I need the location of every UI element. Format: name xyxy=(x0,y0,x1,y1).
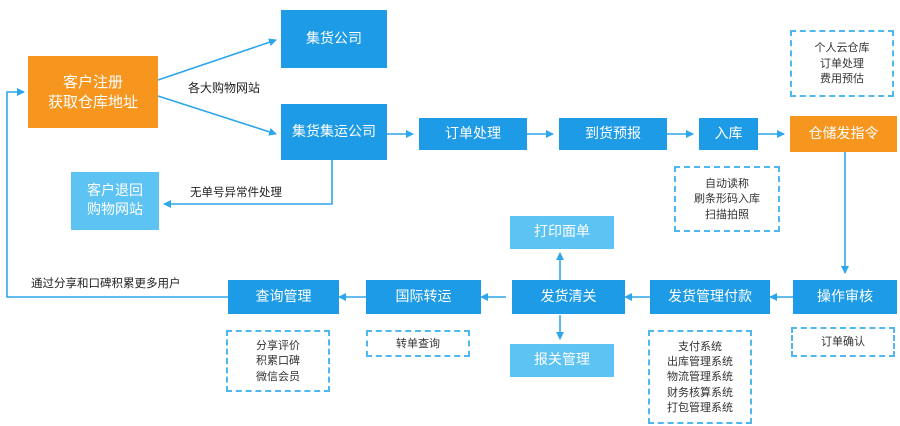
node-arrival-forecast: 到货预报 xyxy=(559,118,667,150)
node-shipping-payment: 发货管理付款 xyxy=(650,280,770,314)
warehouse-feature-2: 订单处理 xyxy=(820,56,864,70)
transfer-note-line: 转单查询 xyxy=(396,336,440,350)
note-query-features: 分享评价 积累口碑 微信会员 xyxy=(226,330,330,392)
node-shipping-clearance: 发货清关 xyxy=(512,280,625,314)
arrow-register-to-consolidation-company xyxy=(157,38,277,81)
warehouse-instruction-label: 仓储发指令 xyxy=(808,125,879,142)
query-feature-3: 微信会员 xyxy=(256,369,300,383)
shipping-payment-label: 发货管理付款 xyxy=(668,288,752,305)
print-invoice-label: 打印面单 xyxy=(534,224,590,241)
node-consolidation-shipping: 集货集运公司 xyxy=(281,104,387,160)
consolidation-shipping-label: 集货集运公司 xyxy=(292,123,376,140)
payment-system-1: 支付系统 xyxy=(678,339,722,353)
consolidation-company-label: 集货公司 xyxy=(306,30,362,47)
edge-label-unnumbered-exception: 无单号异常件处理 xyxy=(190,185,282,199)
query-feature-2: 积累口碑 xyxy=(256,354,300,368)
warehousing-feature-2: 刷条形码入库 xyxy=(694,192,760,206)
payment-system-3: 物流管理系统 xyxy=(667,370,733,384)
note-warehousing-features: 自动读称 刷条形码入库 扫描拍照 xyxy=(674,166,780,232)
return-line-2: 购物网站 xyxy=(87,202,143,218)
register-line-1: 客户注册 xyxy=(62,72,123,91)
node-register: 客户注册 获取仓库地址 xyxy=(28,56,158,128)
node-query-management: 查询管理 xyxy=(228,280,339,314)
note-payment-systems: 支付系统 出库管理系统 物流管理系统 财务核算系统 打包管理系统 xyxy=(648,330,752,424)
edge-label-share-feedback: 通过分享和口碑积累更多用户 xyxy=(31,276,181,290)
review-note-line: 订单确认 xyxy=(821,335,865,349)
node-return-to-store: 客户退回 购物网站 xyxy=(71,172,159,230)
query-management-label: 查询管理 xyxy=(255,288,312,305)
order-processing-label: 订单处理 xyxy=(445,125,501,142)
international-transfer-label: 国际转运 xyxy=(395,288,452,305)
warehouse-feature-3: 费用预估 xyxy=(820,72,864,86)
payment-system-4: 财务核算系统 xyxy=(667,385,733,399)
note-review: 订单确认 xyxy=(791,327,895,357)
register-line-2: 获取仓库地址 xyxy=(47,93,138,111)
arrow-exception-to-return xyxy=(163,160,333,208)
customs-management-label: 报关管理 xyxy=(534,352,590,369)
arrival-forecast-label: 到货预报 xyxy=(585,125,641,142)
node-warehousing: 入库 xyxy=(699,118,758,150)
node-operation-review: 操作审核 xyxy=(793,280,897,314)
warehousing-label: 入库 xyxy=(714,125,743,142)
node-consolidation-company: 集货公司 xyxy=(281,10,387,68)
node-customs-management: 报关管理 xyxy=(510,344,614,377)
payment-system-5: 打包管理系统 xyxy=(667,401,733,415)
node-print-invoice: 打印面单 xyxy=(510,216,614,249)
arrow-query-to-register xyxy=(6,88,228,298)
note-transfer: 转单查询 xyxy=(366,330,470,357)
edge-label-shopping-sites: 各大购物网站 xyxy=(188,81,261,95)
return-line-1: 客户退回 xyxy=(87,183,143,200)
node-order-processing: 订单处理 xyxy=(419,118,527,150)
node-warehouse-instruction: 仓储发指令 xyxy=(790,116,897,152)
query-feature-1: 分享评价 xyxy=(256,338,300,352)
warehousing-feature-3: 扫描拍照 xyxy=(705,207,749,221)
warehouse-feature-1: 个人云仓库 xyxy=(814,41,870,55)
warehousing-feature-1: 自动读称 xyxy=(705,176,749,190)
arrow-register-to-consolidation-shipping xyxy=(157,95,277,136)
note-warehouse-features: 个人云仓库 订单处理 费用预估 xyxy=(790,30,894,97)
payment-system-2: 出库管理系统 xyxy=(667,354,733,368)
operation-review-label: 操作审核 xyxy=(817,288,873,305)
shipping-clearance-label: 发货清关 xyxy=(540,288,597,305)
node-international-transfer: 国际转运 xyxy=(366,280,481,314)
